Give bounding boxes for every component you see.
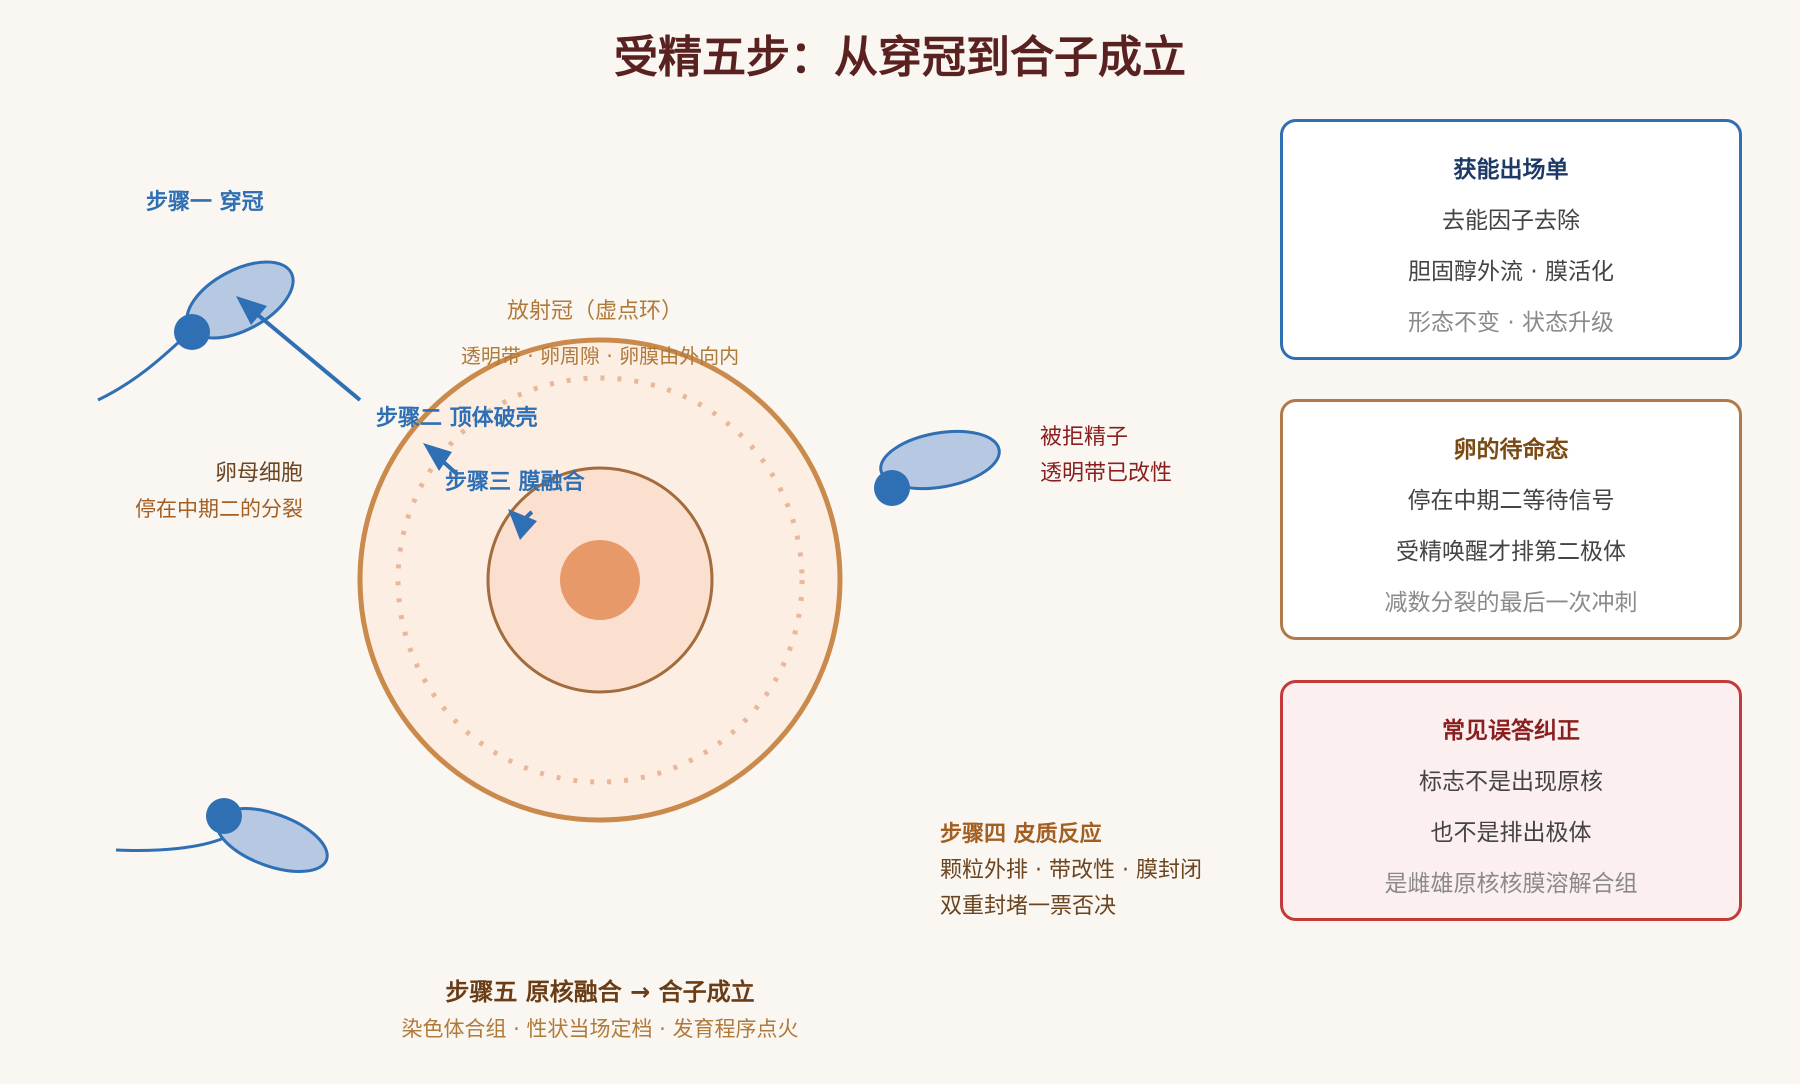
sperm-midpiece [174,314,210,350]
step5-label: 步骤五 原核融合 → 合子成立 [445,978,754,1006]
penetration-arrow [236,296,362,402]
card-egg-standby: 卵的待命态 停在中期二等待信号 受精唤醒才排第二极体 减数分裂的最后一次冲刺 [1280,399,1742,640]
oocyte-label: 卵母细胞 [215,461,303,486]
card-capacitation: 获能出场单 去能因子去除 胆固醇外流 · 膜活化 形态不变 · 状态升级 [1280,119,1742,360]
step3-label: 步骤三 膜融合 [445,469,586,495]
corona-label: 放射冠（虚点环） [507,299,683,324]
sperm-head [879,429,1001,491]
card-line: 标志不是出现原核 [1419,769,1603,795]
card-line: 停在中期二等待信号 [1407,488,1615,514]
card-line: 去能因子去除 [1442,208,1580,234]
card-title: 获能出场单 [1453,157,1569,183]
sperm-midpiece [874,470,910,506]
card-note: 形态不变 · 状态升级 [1408,310,1614,336]
step4-line2: 双重封堵一票否决 [940,894,1116,919]
rejected-sub: 透明带已改性 [1040,461,1172,486]
oocyte-sub: 停在中期二的分裂 [135,497,303,521]
page-title: 受精五步：从穿冠到合子成立 [614,32,1186,83]
sperm-tail [115,836,225,852]
card-title: 卵的待命态 [1453,437,1569,463]
zona-dotted-ring [395,375,805,785]
step4-line1: 颗粒外排 · 带改性 · 膜封闭 [940,858,1202,883]
sperm-bottom [115,798,329,873]
rejected-label: 被拒精子 [1040,425,1128,450]
step4-label: 步骤四 皮质反应 [940,821,1102,847]
card-note: 减数分裂的最后一次冲刺 [1384,590,1638,616]
step5-sub: 染色体合组 · 性状当场定档 · 发育程序点火 [401,1017,798,1041]
card-misconception: 常见误答纠正 标志不是出现原核 也不是排出极体 是雌雄原核核膜溶解合组 [1280,680,1742,921]
layers-label: 透明带 · 卵周隙 · 卵膜由外向内 [461,344,739,368]
step1-label: 步骤一 穿冠 [146,189,264,215]
card-line: 也不是排出极体 [1430,820,1592,846]
card-title: 常见误答纠正 [1442,718,1580,744]
card-line: 胆固醇外流 · 膜活化 [1408,259,1614,285]
card-note: 是雌雄原核核膜溶解合组 [1384,871,1638,897]
rejected-sperm [874,429,1001,506]
sperm-step1 [97,260,295,402]
oocyte-nucleus [560,540,640,620]
step2-label: 步骤二 顶体破壳 [376,405,538,431]
acrosome-arrow [423,443,460,477]
sperm-midpiece [206,798,242,834]
fusion-arrow [508,509,537,540]
card-line: 受精唤醒才排第二极体 [1396,539,1626,565]
